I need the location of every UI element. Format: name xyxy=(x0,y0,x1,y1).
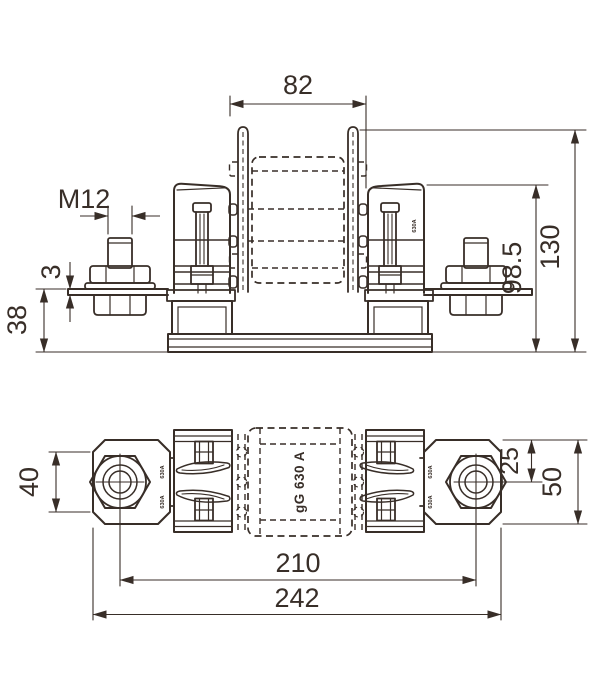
terminal-plate xyxy=(67,288,169,296)
front-base xyxy=(35,289,587,353)
left-pedestal xyxy=(171,300,233,335)
stud xyxy=(107,237,133,269)
plan-left-holder: 630A 630A xyxy=(160,429,233,533)
spring-lower xyxy=(175,489,231,503)
dim-210: 210 xyxy=(275,548,320,578)
dim-25: 25 xyxy=(496,447,524,475)
front-left-holder xyxy=(173,182,231,294)
front-dimensions: 82 M12 3 38 98.5 130 xyxy=(2,70,587,353)
spring-upper xyxy=(359,461,415,475)
front-view: 630A xyxy=(2,70,587,353)
holder-marking-text: 630A xyxy=(412,219,418,232)
dim-3: 3 xyxy=(36,264,66,279)
dim-98-5: 98.5 xyxy=(497,242,527,295)
clamp-pin-head xyxy=(380,202,400,213)
plan-left-pad xyxy=(89,439,175,587)
marking-right-lower: 630A xyxy=(428,495,434,508)
dim-38: 38 xyxy=(2,305,32,335)
dim-m12: M12 xyxy=(58,184,111,214)
clamp-pin-head xyxy=(192,202,212,213)
right-pedestal xyxy=(367,300,429,335)
plan-dimensions: 40 25 50 210 242 xyxy=(14,439,588,621)
fuse-body-hidden xyxy=(247,427,353,537)
holder-outline xyxy=(365,429,425,533)
holder-body xyxy=(173,182,231,294)
dim-242: 242 xyxy=(274,583,319,613)
front-fuse xyxy=(228,126,368,293)
front-right-holder: 630A xyxy=(367,182,425,294)
left-blade xyxy=(237,126,249,293)
dim-50: 50 xyxy=(537,467,567,497)
fuse-rating-text: gG 630 A xyxy=(292,451,307,513)
spring-lower xyxy=(359,489,415,503)
marking-right-upper: 630A xyxy=(428,465,434,478)
marking-left-upper: 630A xyxy=(160,465,166,478)
marking-left-lower: 630A xyxy=(160,495,166,508)
plan-view: 630A 630A 630A 630A xyxy=(14,427,588,621)
holder-outline xyxy=(173,429,233,533)
plan-fuse: gG 630 A xyxy=(235,427,365,537)
stud xyxy=(463,237,489,269)
dim-82: 82 xyxy=(283,70,313,100)
hex-nut xyxy=(89,455,151,509)
dim-130: 130 xyxy=(535,224,565,269)
fuse-body-hidden xyxy=(251,156,345,284)
hex-nut-lower xyxy=(449,294,503,316)
spring-upper xyxy=(175,461,231,475)
plan-right-holder: 630A 630A xyxy=(359,429,434,533)
centerlines xyxy=(95,453,145,587)
hex-nut-lower xyxy=(93,294,147,316)
right-blade xyxy=(347,126,359,293)
holder-body xyxy=(367,182,425,294)
base-plate xyxy=(167,333,433,353)
dim-40: 40 xyxy=(14,467,44,497)
front-left-terminal xyxy=(67,237,169,316)
